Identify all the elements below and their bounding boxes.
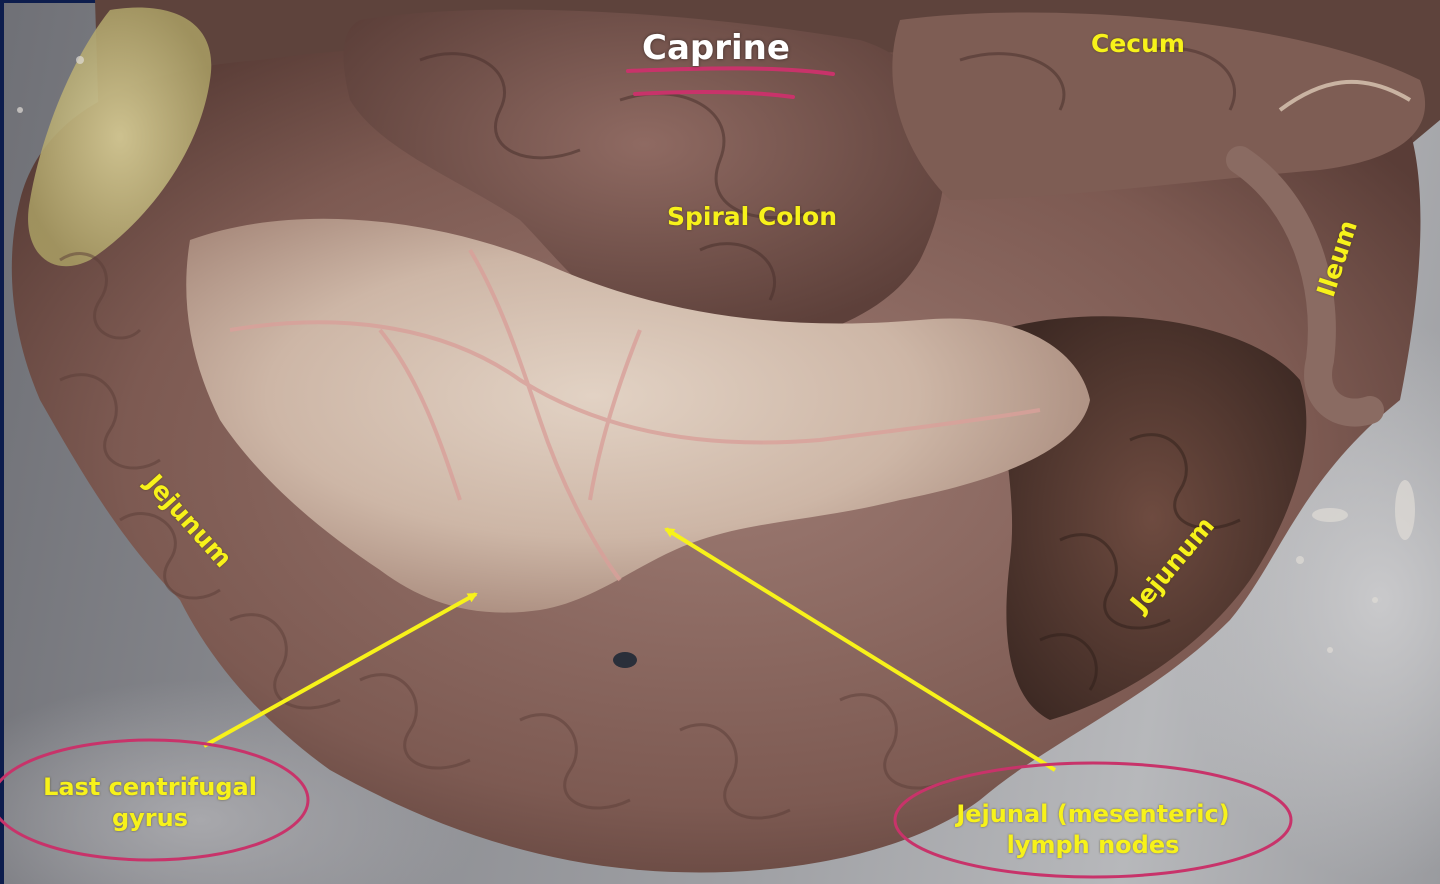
title-caprine: Caprine	[642, 28, 790, 68]
title-underline-2	[633, 90, 795, 99]
arrow-jejunal-lymph-nodes	[664, 527, 1057, 772]
frame-border-left	[0, 0, 4, 884]
label-spiral-colon: Spiral Colon	[667, 202, 838, 231]
ellipse-last-centrifugal-gyrus	[0, 738, 310, 862]
callout-line-1: Jejunal (mesenteric)	[956, 800, 1230, 828]
arrow-last-centrifugal-gyrus	[203, 592, 478, 748]
label-cecum: Cecum	[1091, 29, 1185, 58]
callout-line-2: lymph nodes	[1006, 831, 1180, 859]
callout-line-2: gyrus	[111, 804, 189, 832]
ellipse-jejunal-lymph-nodes	[893, 761, 1293, 879]
title-underline-1	[626, 66, 835, 76]
callout-jejunal-lymph-nodes: Jejunal (mesenteric) lymph nodes	[928, 799, 1258, 861]
callout-last-centrifugal-gyrus: Last centrifugal gyrus	[10, 772, 290, 834]
callout-line-1: Last centrifugal	[43, 773, 257, 801]
